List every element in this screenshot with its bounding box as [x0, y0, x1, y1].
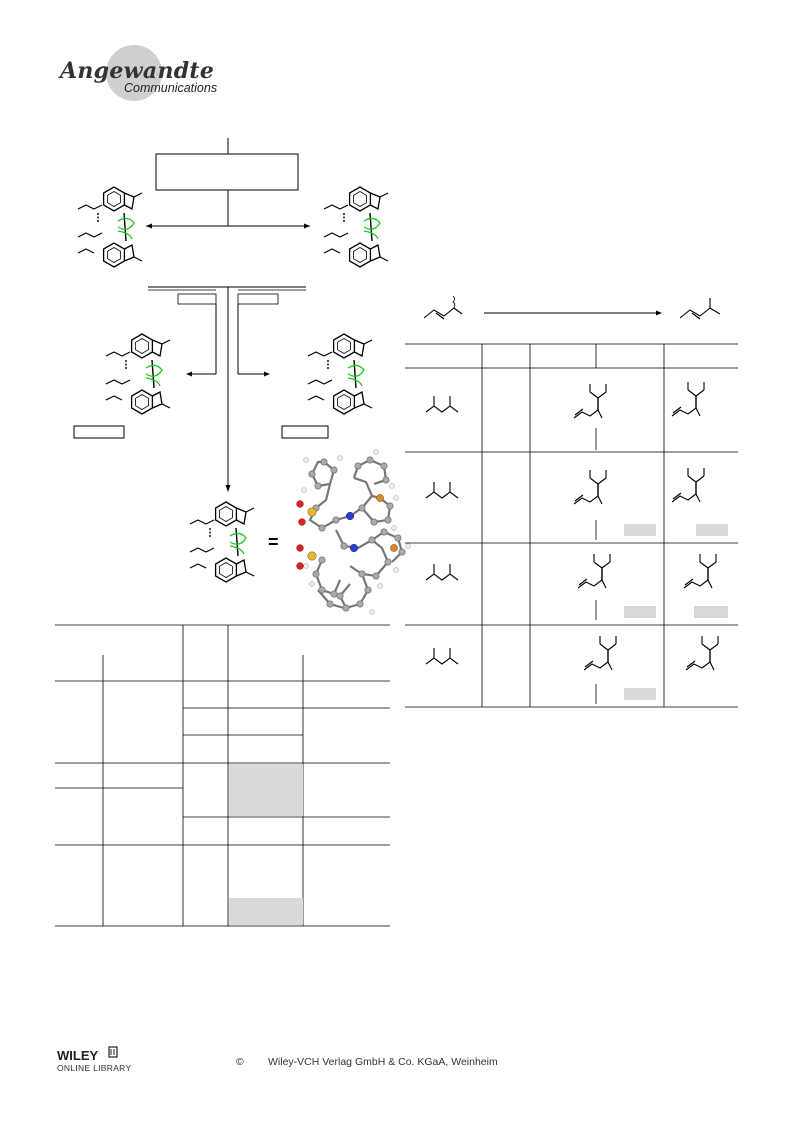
copyright-symbol: © [236, 1056, 244, 1068]
logo-circle [106, 45, 162, 101]
wiley-wordmark: WILEY [57, 1048, 99, 1063]
equals-sign: = [268, 532, 279, 552]
journal-logo: Angewandte [60, 58, 215, 84]
section-label: Communications [124, 81, 218, 95]
wiley-logo: WILEY ONLINE LIBRARY [57, 1048, 131, 1073]
publisher-line: Wiley-VCH Verlag GmbH & Co. KGaA, Weinhe… [268, 1056, 498, 1068]
online-library-label: ONLINE LIBRARY [57, 1063, 132, 1073]
